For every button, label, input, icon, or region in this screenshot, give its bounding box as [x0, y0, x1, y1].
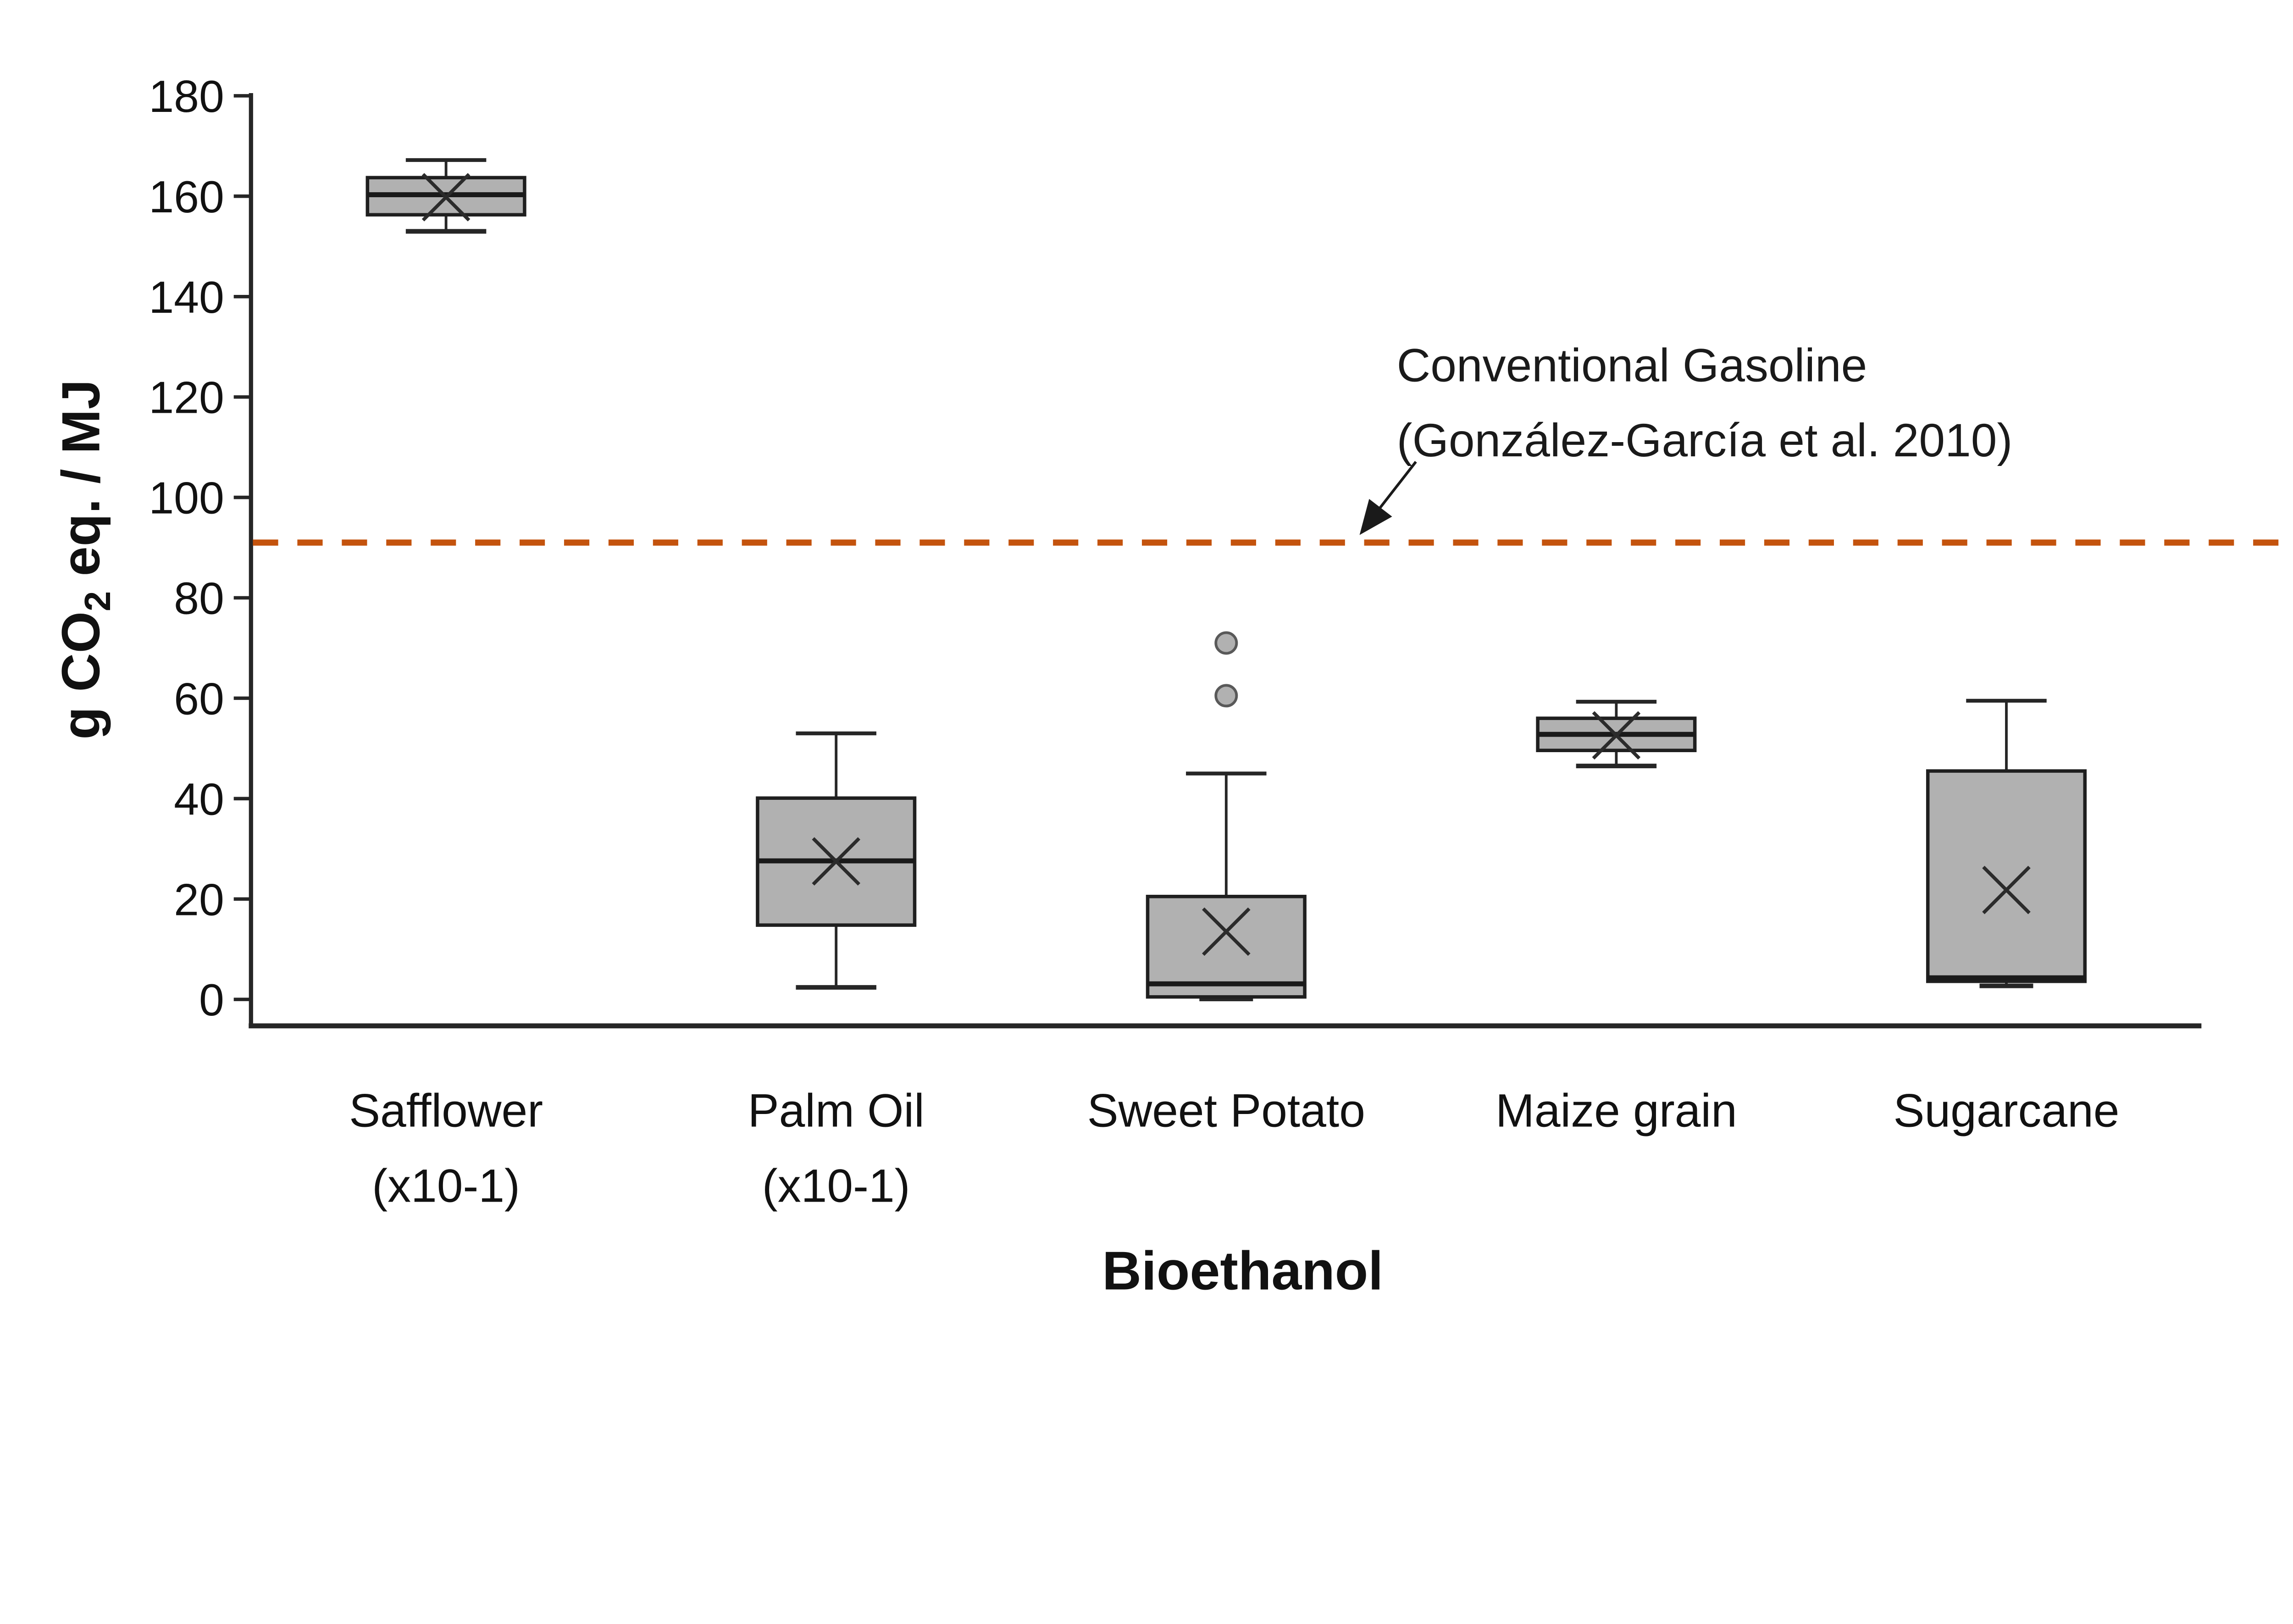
- y-tick-label: 120: [149, 372, 224, 423]
- annotation-arrow-line: [1378, 461, 1417, 510]
- y-tick-label: 40: [174, 774, 224, 824]
- gasoline-annotation: Conventional Gasoline (González-García e…: [1397, 327, 2013, 478]
- x-category-label: (x10-1): [372, 1159, 520, 1212]
- x-category-label: Safflower: [349, 1085, 543, 1137]
- outlier-point: [1214, 684, 1238, 708]
- mean-marker: [1202, 907, 1251, 956]
- mean-marker: [812, 837, 860, 886]
- y-tick-label: 60: [174, 673, 224, 724]
- mean-marker: [421, 173, 471, 222]
- outlier-point: [1214, 631, 1238, 655]
- x-axis-title: Bioethanol: [1102, 1240, 1384, 1302]
- x-category-label: Maize grain: [1495, 1085, 1737, 1137]
- x-category-label: Palm Oil: [748, 1085, 925, 1137]
- x-category-label: (x10-1): [762, 1159, 910, 1212]
- x-category-label: Sugarcane: [1894, 1085, 2120, 1137]
- y-tick-label: 0: [199, 975, 224, 1025]
- y-tick-label: 100: [149, 473, 224, 523]
- y-tick-label: 80: [174, 573, 224, 624]
- y-axis-title: g CO2 eq. / MJ: [50, 291, 118, 828]
- annotation-arrow-head: [1359, 499, 1392, 535]
- y-tick-label: 140: [149, 272, 224, 322]
- gasoline-annotation-line2: (González-García et al. 2010): [1396, 414, 2013, 466]
- y-axis-title-subscript: 2: [77, 591, 118, 612]
- mean-marker: [1592, 711, 1641, 760]
- gasoline-annotation-line1: Conventional Gasoline: [1396, 339, 1867, 392]
- y-tick-label: 160: [149, 172, 224, 222]
- box-5: [1926, 769, 2087, 983]
- x-category-label: Sweet Potato: [1087, 1085, 1365, 1137]
- y-axis-title-suffix: eq. / MJ: [50, 379, 111, 591]
- y-axis-title-prefix: g CO: [50, 611, 111, 740]
- y-tick-label: 20: [174, 874, 224, 925]
- box-3: [1146, 894, 1307, 999]
- y-tick-label: 180: [149, 71, 224, 122]
- mean-marker: [1982, 865, 2031, 915]
